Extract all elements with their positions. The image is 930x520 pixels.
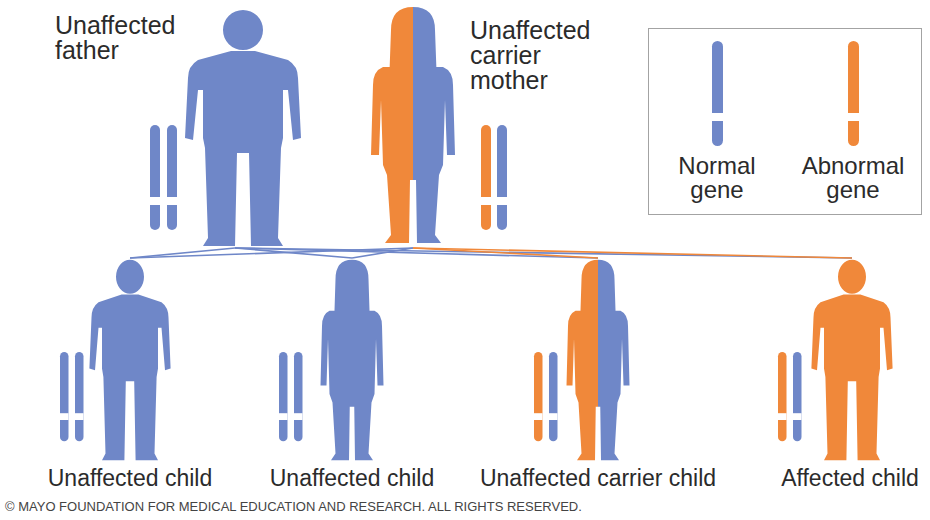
node-label: Unaffected child: [30, 467, 230, 490]
centromere-band: [712, 113, 723, 121]
parent-node: Unaffected carrier mother: [375, 8, 610, 248]
child-chromosomes: [60, 352, 84, 441]
legend-text: Abnormal gene: [792, 154, 914, 202]
node-label: Unaffected child: [252, 467, 452, 490]
child-node: Unaffected carrier child: [468, 258, 728, 495]
node-label: Unaffected father: [55, 13, 190, 63]
child-figure: [89, 260, 170, 461]
child-figure: [567, 260, 630, 461]
chromosome-swatch: [848, 41, 859, 146]
copyright-note: © MAYO FOUNDATION FOR MEDICAL EDUCATION …: [5, 499, 582, 514]
inheritance-line: [130, 248, 413, 258]
child-chromosomes: [534, 352, 558, 441]
father-chromosomes: [150, 125, 177, 230]
child-node: Unaffected child: [30, 258, 230, 495]
child-figure: [321, 260, 384, 461]
node-label: Unaffected carrier child: [468, 467, 728, 490]
inheritance-line: [413, 248, 852, 258]
inheritance-line: [235, 248, 852, 258]
legend-entry: Normal gene: [656, 29, 778, 202]
child-chromosomes: [778, 352, 802, 441]
inheritance-line: [352, 248, 413, 258]
child-chromosomes: [279, 352, 303, 441]
chromosome-swatch: [712, 41, 723, 146]
child-node: Unaffected child: [252, 258, 452, 495]
legend-entry: Abnormal gene: [792, 29, 914, 202]
parent-node: Unaffected father: [50, 8, 310, 248]
child-figure: [811, 260, 892, 461]
centromere-band: [848, 113, 859, 121]
legend-box: Normal gene Abnormal gene: [648, 28, 922, 215]
father-figure: [185, 10, 301, 246]
node-label: Affected child: [775, 467, 925, 490]
child-node: Affected child: [775, 258, 925, 495]
mother-figure: [371, 7, 455, 243]
legend-text: Normal gene: [656, 154, 778, 202]
mother-chromosomes: [481, 125, 507, 230]
node-label: Unaffected carrier mother: [470, 18, 605, 93]
